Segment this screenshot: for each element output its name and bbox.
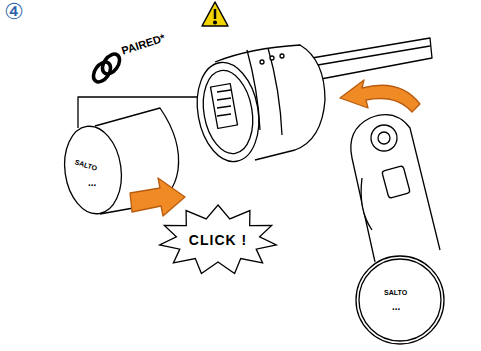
indicator-dots: ... [392, 302, 400, 312]
key-cap [351, 115, 444, 344]
brand-label: SALTO [384, 289, 407, 296]
burst-text: CLICK ! [189, 232, 247, 248]
click-burst: CLICK ! [158, 204, 278, 276]
step-number: ④ [4, 1, 24, 23]
indicator-dots: ... [88, 178, 96, 188]
push-arrow [130, 178, 185, 216]
warning-icon [202, 2, 228, 26]
chain-icon [90, 51, 123, 85]
rotate-arrow [340, 80, 420, 112]
paired-text: PAIRED* [120, 32, 166, 56]
